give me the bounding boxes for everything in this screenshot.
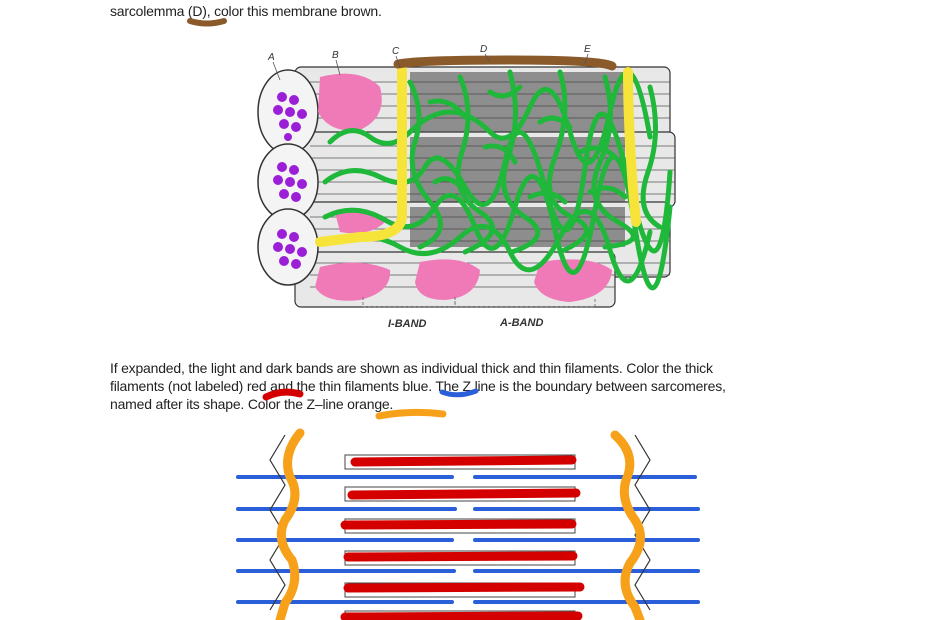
thick-filaments-red (340, 455, 585, 620)
z-line-outline (269, 434, 651, 611)
sarcolemma-brown (393, 55, 617, 71)
z-lines-orange (275, 428, 645, 620)
instruction-line-expanded: If expanded, the light and dark bands ar… (110, 360, 713, 376)
instruction-line-zline: named after its shape. Color the Z–line … (110, 396, 394, 412)
label-b: B (332, 50, 339, 61)
red-scribble (262, 388, 304, 401)
label-e: E (584, 44, 591, 55)
blue-scribble (439, 388, 479, 398)
a-band-label: A-BAND (499, 317, 543, 329)
brown-scribble (187, 18, 227, 27)
thick-filament-outlines (344, 454, 576, 620)
thin-filaments-blue (236, 475, 700, 604)
myofibril-dots-purple (273, 92, 307, 269)
band-brackets (362, 297, 596, 308)
sarcoplasmic-reticulum-green (322, 69, 673, 291)
i-band-label: I-BAND (388, 318, 427, 330)
label-a: A (267, 52, 275, 63)
label-leader-lines (272, 53, 589, 81)
label-c: C (392, 46, 400, 57)
mitochondria-pink (315, 73, 612, 302)
instruction-line-sarcolemma: sarcolemma (D), color this membrane brow… (110, 3, 382, 19)
sarcomere-filament-diagram (236, 428, 700, 620)
muscle-fiber-diagram: A B C D E I-BAND A-BAND (257, 44, 676, 330)
instruction-line-filaments: filaments (not labeled) red and the thin… (110, 378, 726, 394)
label-d: D (480, 44, 487, 55)
orange-scribble (375, 408, 447, 420)
t-tubules-yellow (315, 65, 641, 247)
